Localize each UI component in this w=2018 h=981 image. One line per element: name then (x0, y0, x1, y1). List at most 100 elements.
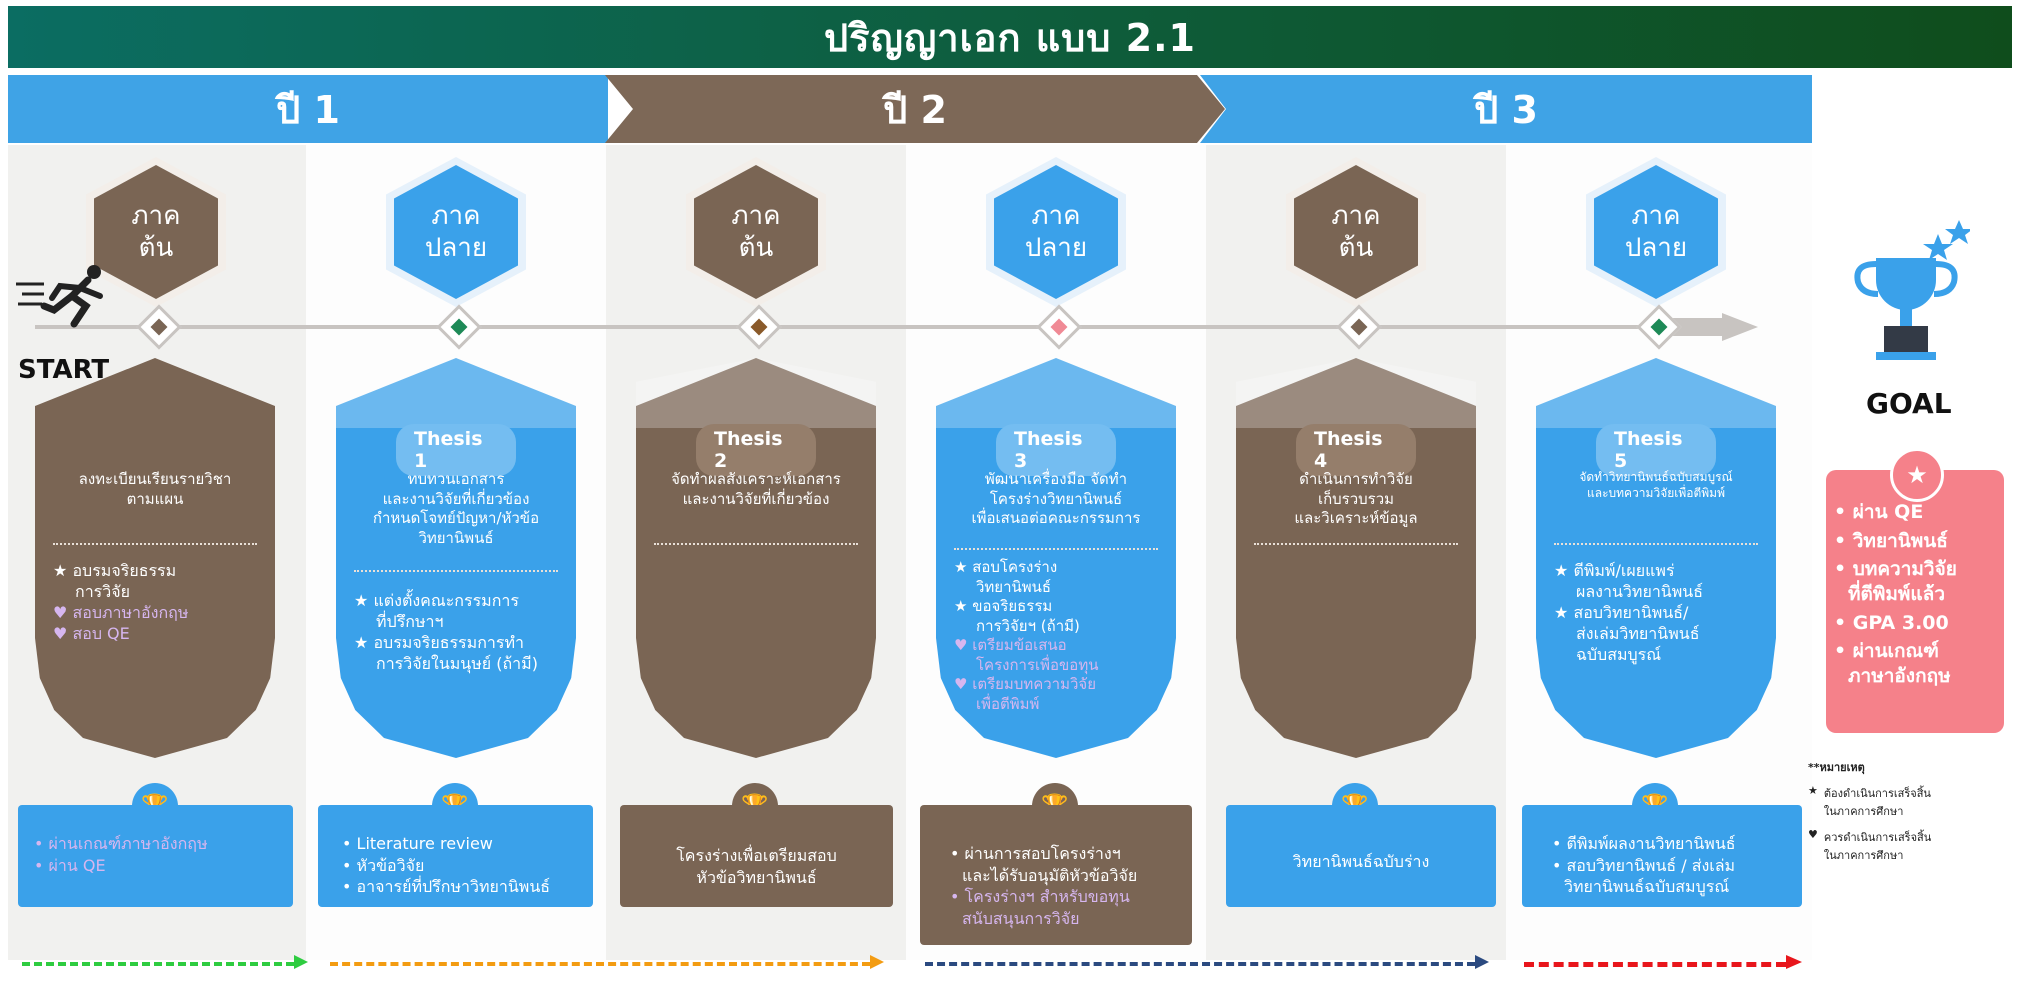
runner-icon (16, 265, 103, 328)
semester-hex-2: ภาคปลาย (386, 157, 526, 307)
semester-line1: ภาค (1031, 200, 1081, 231)
note-text: ในภาคการศึกษา (1823, 805, 1904, 818)
shield-text: จัดทำวิทยานิพนธ์ฉบับสมบูรณ์ และบทความวิจ… (1550, 470, 1762, 501)
semester-line1: ภาค (1631, 200, 1681, 231)
outcome-item: • ตีพิมพ์ผลงานวิทยานิพนธ์ (1552, 834, 1736, 853)
shield-semester-6: Thesis 5 จัดทำวิทยานิพนธ์ฉบับสมบูรณ์ และ… (1536, 358, 1776, 758)
semester-hex-3: ภาคต้น (686, 157, 826, 307)
goal-item: • บทความวิจัย (1834, 558, 1957, 581)
bullet-text: แต่งตั้งคณะกรรมการ (373, 591, 519, 610)
bullet-star: ★ สอบโครงร่าง (954, 558, 1058, 576)
shield-description: ดำเนินการทำวิจัย เก็บรวบรวม และวิเคราะห์… (1294, 470, 1418, 527)
progress-arrow-red (1524, 962, 1786, 967)
arrow-head-icon (870, 955, 884, 969)
semester-hex-5: ภาคต้น (1286, 157, 1426, 307)
outcome-text: และได้รับอนุมัติหัวข้อวิจัย (962, 865, 1138, 885)
goal-item: • วิทยานิพนธ์ (1834, 529, 1948, 552)
outcome-text: สนับสนุนการวิจัย (962, 908, 1080, 928)
year-label-1: ปี 1 (276, 87, 340, 132)
arrow-head-icon (1475, 955, 1489, 969)
year-label-2: ปี 2 (883, 87, 947, 132)
shield-description: จัดทำผลสังเคราะห์เอกสาร และงานวิจัยที่เก… (671, 470, 841, 508)
shield-description: ลงทะเบียนเรียนรายวิชา ตามแผน (78, 470, 232, 508)
shield-bullets: ★ แต่งตั้งคณะกรรมการ ที่ปรึกษาฯ ★ อบรมจร… (354, 590, 566, 674)
outcome-box-2: • Literature review • หัวข้อวิจัย • อาจา… (318, 805, 593, 907)
bullet-text: ฉบับสมบูรณ์ (1576, 645, 1662, 665)
bullet-heart: ♥ เตรียมข้อเสนอ (954, 636, 1067, 654)
outcome-item: • โครงร่างฯ สำหรับขอทุน (950, 887, 1130, 907)
bullet-text: สอบโครงร่าง (972, 558, 1058, 576)
semester-line2: ต้น (138, 233, 174, 263)
goal-item: • GPA 3.00 (1834, 611, 1949, 634)
semester-line2: ต้น (738, 233, 774, 263)
thesis-pill: Thesis 3 (996, 424, 1116, 476)
shield-bullets: ★ สอบโครงร่าง วิทยานิพนธ์ ★ ขอจริยธรรม ก… (954, 558, 1166, 714)
bullet-heart: ♥ สอบ QE (53, 624, 130, 644)
start-label: START (18, 355, 110, 385)
goal-item: ภาษาอังกฤษ (1848, 665, 1951, 688)
arrow-head-icon (1786, 955, 1802, 969)
notes-title: **หมายเหตุ (1808, 761, 1865, 774)
bullet-text: สอบ QE (72, 624, 130, 644)
progress-arrow-green (22, 962, 294, 966)
bullet-text: เตรียมข้อเสนอ (972, 636, 1067, 654)
shield-description: พัฒนาเครื่องมือ จัดทำ โครงร่างวิทยานิพนธ… (971, 470, 1141, 527)
shield-text: จัดทำผลสังเคราะห์เอกสาร และงานวิจัยที่เก… (650, 470, 862, 509)
shield-text: พัฒนาเครื่องมือ จัดทำ โครงร่างวิทยานิพนธ… (950, 470, 1162, 529)
semester-line1: ภาค (1331, 200, 1381, 231)
shield-semester-5: Thesis 4 ดำเนินการทำวิจัย เก็บรวบรวม และ… (1236, 358, 1476, 758)
page-header: ปริญญาเอก แบบ 2.1 (8, 6, 2012, 68)
outcome-text: Literature review (356, 834, 493, 853)
semester-line1: ภาค (131, 200, 181, 231)
shield-divider (354, 570, 558, 572)
outcome-box-5: วิทยานิพนธ์ฉบับร่าง (1226, 805, 1496, 907)
outcome-text: สอบวิทยานิพนธ์ / ส่งเล่ม (1566, 855, 1736, 875)
heart-icon: ♥ (1808, 828, 1818, 841)
note-text: ควรดำเนินการเสร็จสิ้น (1823, 831, 1932, 844)
outcome-box-6: • ตีพิมพ์ผลงานวิทยานิพนธ์ • สอบวิทยานิพน… (1522, 805, 1802, 907)
year-band-1: ปี 1 (8, 75, 608, 143)
outcome-text: วิทยานิพนธ์ฉบับสมบูรณ์ (1564, 877, 1730, 897)
outcome-text: โครงร่างฯ สำหรับขอทุน (964, 887, 1130, 907)
outcome-item: • Literature review (342, 834, 493, 853)
timeline-line (35, 325, 1735, 329)
bullet-text: สอบภาษาอังกฤษ (72, 603, 189, 623)
year-band-2: ปี 2 (605, 75, 1225, 143)
bullet-star: ★ อบรมจริยธรรม (53, 561, 177, 580)
shield-text: ทบทวนเอกสาร และงานวิจัยที่เกี่ยวข้อง กำห… (350, 470, 562, 548)
progress-arrow-navy (925, 962, 1475, 966)
goal-star-icon: ★ (1890, 448, 1944, 502)
outcome-text: อาจารย์ที่ปรึกษาวิทยานิพนธ์ (356, 877, 551, 897)
thesis-pill: Thesis 1 (396, 424, 516, 476)
year-label-3: ปี 3 (1474, 87, 1538, 132)
bullet-text: วิทยานิพนธ์ (976, 577, 1052, 596)
thesis-pill: Thesis 5 (1596, 424, 1716, 476)
goal-item: ที่ตีพิมพ์แล้ว (1848, 583, 1945, 606)
bullet-text: การวิจัยฯ (ถ้ามี) (976, 616, 1080, 635)
outcome-text: ผ่านการสอบโครงร่างฯ (964, 844, 1121, 863)
shield-divider (954, 548, 1158, 550)
goal-text: วิทยานิพนธ์ (1852, 529, 1948, 552)
outcome-item: • ผ่านการสอบโครงร่างฯ (950, 844, 1121, 863)
bullet-text: สอบวิทยานิพนธ์/ (1573, 603, 1689, 623)
bullet-text: ผลงานวิทยานิพนธ์ (1576, 582, 1703, 602)
bullet-star: ★ ขอจริยธรรม (954, 597, 1053, 615)
arrow-head-icon (294, 955, 308, 969)
goal-trophy-icon (1854, 220, 1970, 360)
outcome-box-4: • ผ่านการสอบโครงร่างฯ และได้รับอนุมัติหั… (920, 805, 1192, 945)
bullet-heart: ♥ เตรียมบทความวิจัย (954, 675, 1096, 693)
outcome-item: • สอบวิทยานิพนธ์ / ส่งเล่ม (1552, 855, 1736, 875)
progress-arrow-orange (330, 962, 870, 966)
goal-card: • ผ่าน QE • วิทยานิพนธ์ • บทความวิจัย ที… (1826, 470, 2004, 733)
shield-text: ลงทะเบียนเรียนรายวิชา ตามแผน (49, 470, 261, 509)
outcome-text: หัวข้อวิจัย (356, 855, 425, 875)
bullet-star: ★ แต่งตั้งคณะกรรมการ (354, 591, 519, 610)
note-star: ★ ต้องดำเนินการเสร็จสิ้นในภาคการศึกษา (1808, 784, 2008, 820)
shield-description: จัดทำวิทยานิพนธ์ฉบับสมบูรณ์ และบทความวิจ… (1579, 470, 1733, 500)
thesis-pill: Thesis 2 (696, 424, 816, 476)
shield-semester-1: ลงทะเบียนเรียนรายวิชา ตามแผน ★ อบรมจริยธ… (35, 358, 275, 758)
outcome-box-3: โครงร่างเพื่อเตรียมสอบ หัวข้อวิทยานิพนธ์ (620, 805, 893, 907)
shield-text: ดำเนินการทำวิจัย เก็บรวบรวม และวิเคราะห์… (1250, 470, 1462, 529)
bullet-text: เพื่อตีพิมพ์ (976, 694, 1040, 713)
star-icon: ★ (1808, 784, 1818, 797)
